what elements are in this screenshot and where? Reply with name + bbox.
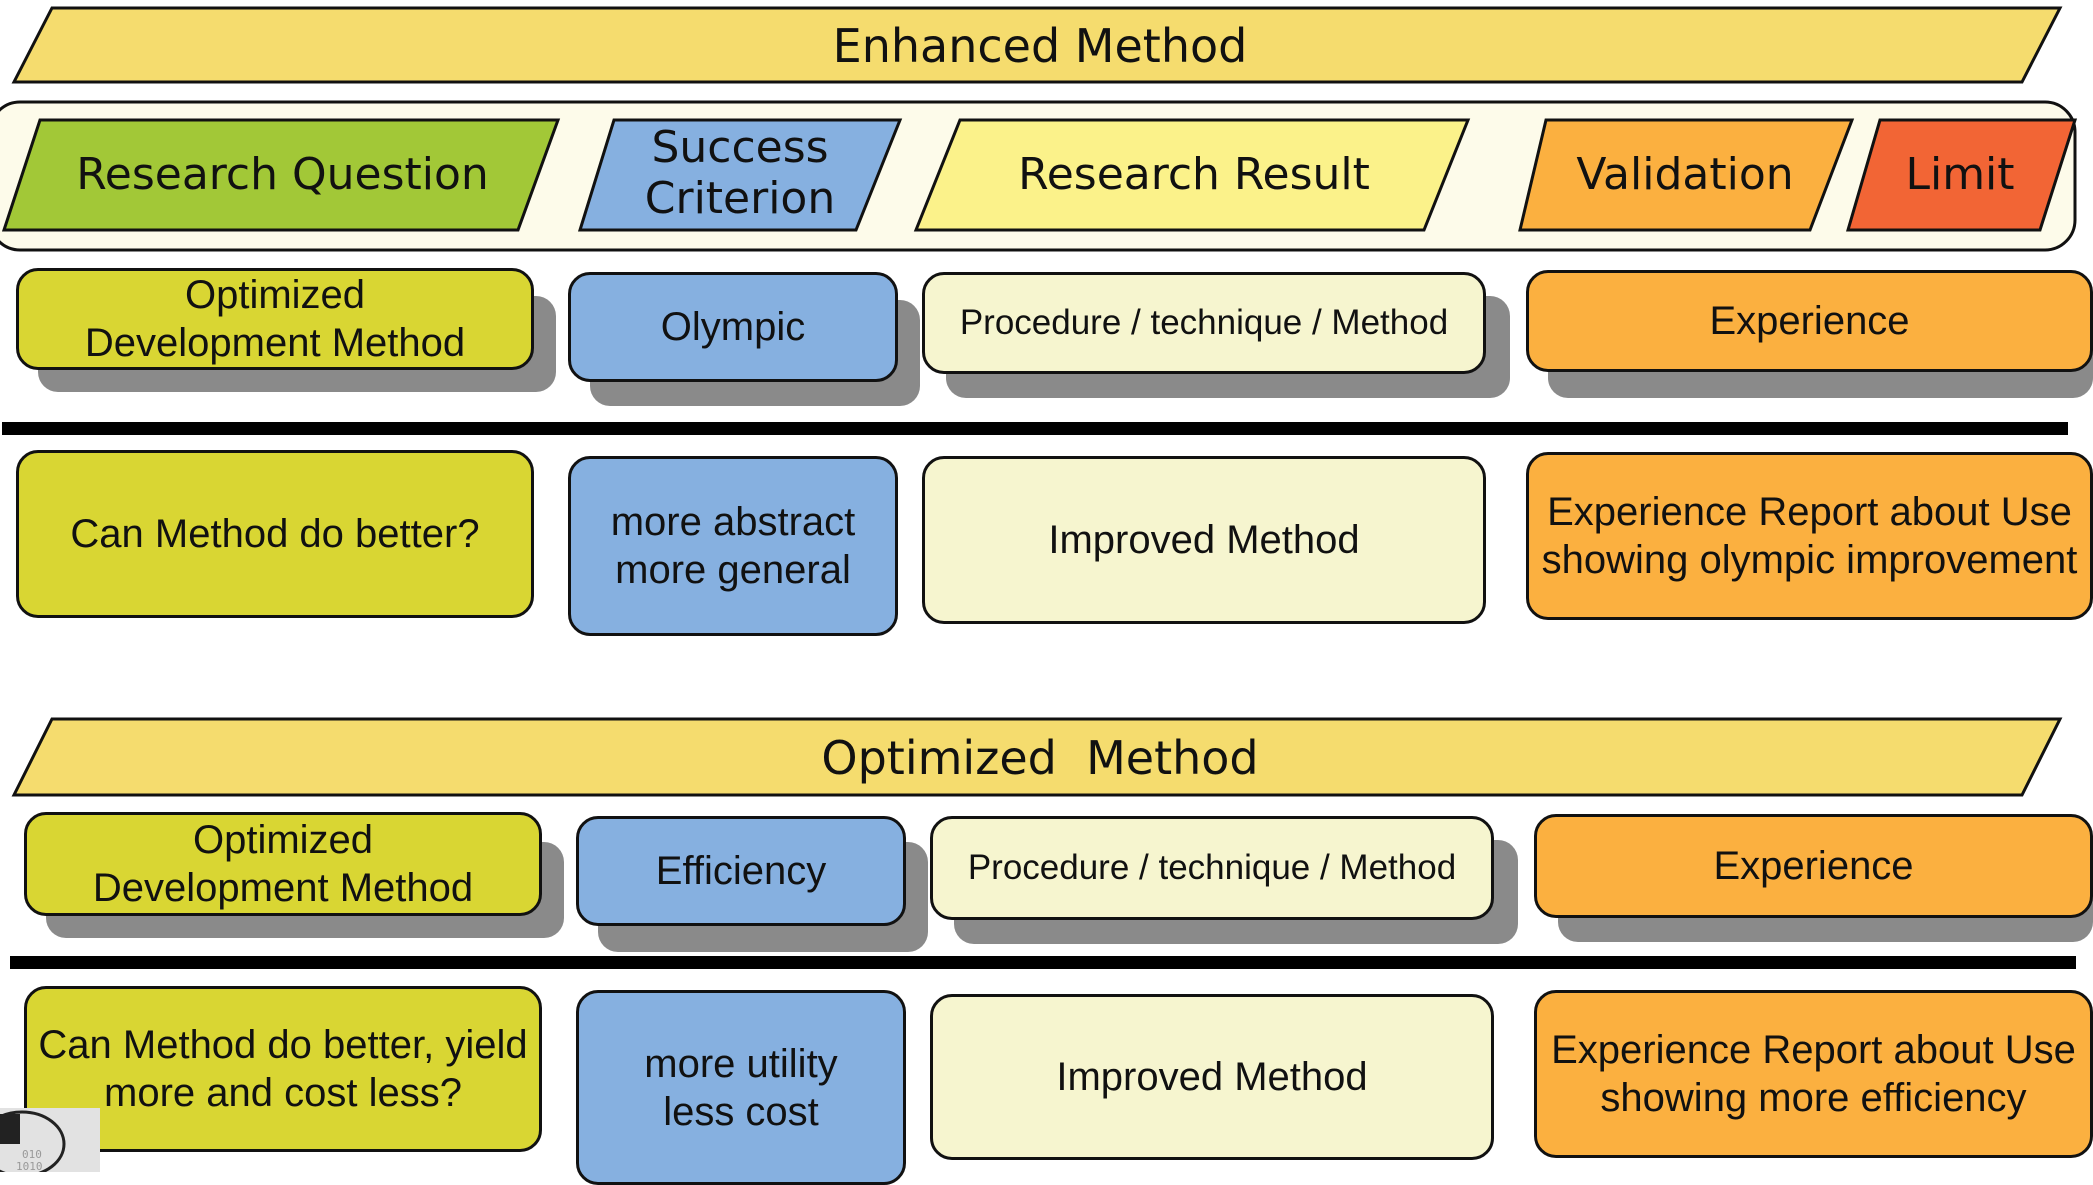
enhanced-question-line2: Development Method: [84, 321, 466, 365]
category-research-question: Research Question: [76, 148, 489, 200]
limit-shape: [1846, 118, 2078, 232]
optimized-criterion-detail-box: more utility less cost: [576, 990, 906, 1185]
separator-line-enhanced: [2, 422, 2068, 435]
optimized-question-line2: Development Method: [92, 866, 474, 910]
optimized-question-box: Optimized Development Method: [24, 812, 542, 916]
enhanced-question-detail-box: Can Method do better?: [16, 450, 534, 618]
optimized-validation-box: Experience: [1534, 814, 2093, 918]
research-question-shape: [1, 118, 561, 232]
optimized-question-detail-line1: Can Method do better, yield: [38, 1023, 528, 1067]
svg-text:010: 010: [22, 1148, 42, 1161]
optimized-criterion-detail-line1: more utility: [644, 1041, 838, 1086]
bottom-banner-shape: [11, 717, 2063, 797]
optimized-result-detail-box: Improved Method: [930, 994, 1494, 1160]
research-result-shape: [913, 118, 1471, 232]
category-success-criterion-line1: Success: [651, 122, 829, 174]
optimized-validation-detail-line2: showing more efficiency: [1600, 1076, 2027, 1120]
enhanced-validation-box: Experience: [1526, 270, 2093, 372]
enhanced-criterion-detail-box: more abstract more general: [568, 456, 898, 636]
category-limit: Limit: [1905, 148, 2015, 200]
enhanced-criterion-detail-line1: more abstract: [610, 500, 856, 544]
category-success-criterion-line2: Criterion: [644, 173, 836, 224]
svg-text:1010: 1010: [16, 1160, 43, 1172]
separator-line-optimized: [10, 956, 2076, 969]
enhanced-question-box: Optimized Development Method: [16, 268, 534, 370]
success-criterion-shape: [577, 118, 903, 232]
optimized-result-box: Procedure / technique / Method: [930, 816, 1494, 920]
top-banner-title: Enhanced Method: [832, 19, 1248, 73]
optimized-question-detail-line2: more and cost less?: [104, 1071, 462, 1115]
optimized-question-detail-box: Can Method do better, yield more and cos…: [24, 986, 542, 1152]
optimized-criterion-detail-line2: less cost: [663, 1089, 819, 1134]
enhanced-criterion-detail-line2: more general: [615, 548, 851, 592]
enhanced-validation-detail-line2: showing olympic improvement: [1541, 538, 2078, 582]
category-validation: Validation: [1576, 148, 1794, 200]
enhanced-result-detail-box: Improved Method: [922, 456, 1486, 624]
bottom-banner-title: Optimized Method: [821, 731, 1259, 785]
validation-shape: [1518, 118, 1855, 232]
optimized-question-line1: Optimized: [192, 818, 374, 862]
logo-icon: 010 1010: [0, 1108, 100, 1172]
enhanced-criterion-box: Olympic: [568, 272, 898, 382]
enhanced-validation-detail-line1: Experience Report about Use: [1547, 490, 2072, 534]
category-research-result: Research Result: [1018, 148, 1370, 200]
category-success-criterion: Success Criterion: [590, 118, 890, 230]
top-banner-shape: [11, 6, 2063, 84]
optimized-validation-detail-line1: Experience Report about Use: [1551, 1028, 2076, 1072]
enhanced-result-box: Procedure / technique / Method: [922, 272, 1486, 374]
enhanced-validation-detail-box: Experience Report about Use showing olym…: [1526, 452, 2093, 620]
optimized-criterion-box: Efficiency: [576, 816, 906, 926]
optimized-validation-detail-box: Experience Report about Use showing more…: [1534, 990, 2093, 1158]
enhanced-question-line1: Optimized: [184, 273, 366, 317]
